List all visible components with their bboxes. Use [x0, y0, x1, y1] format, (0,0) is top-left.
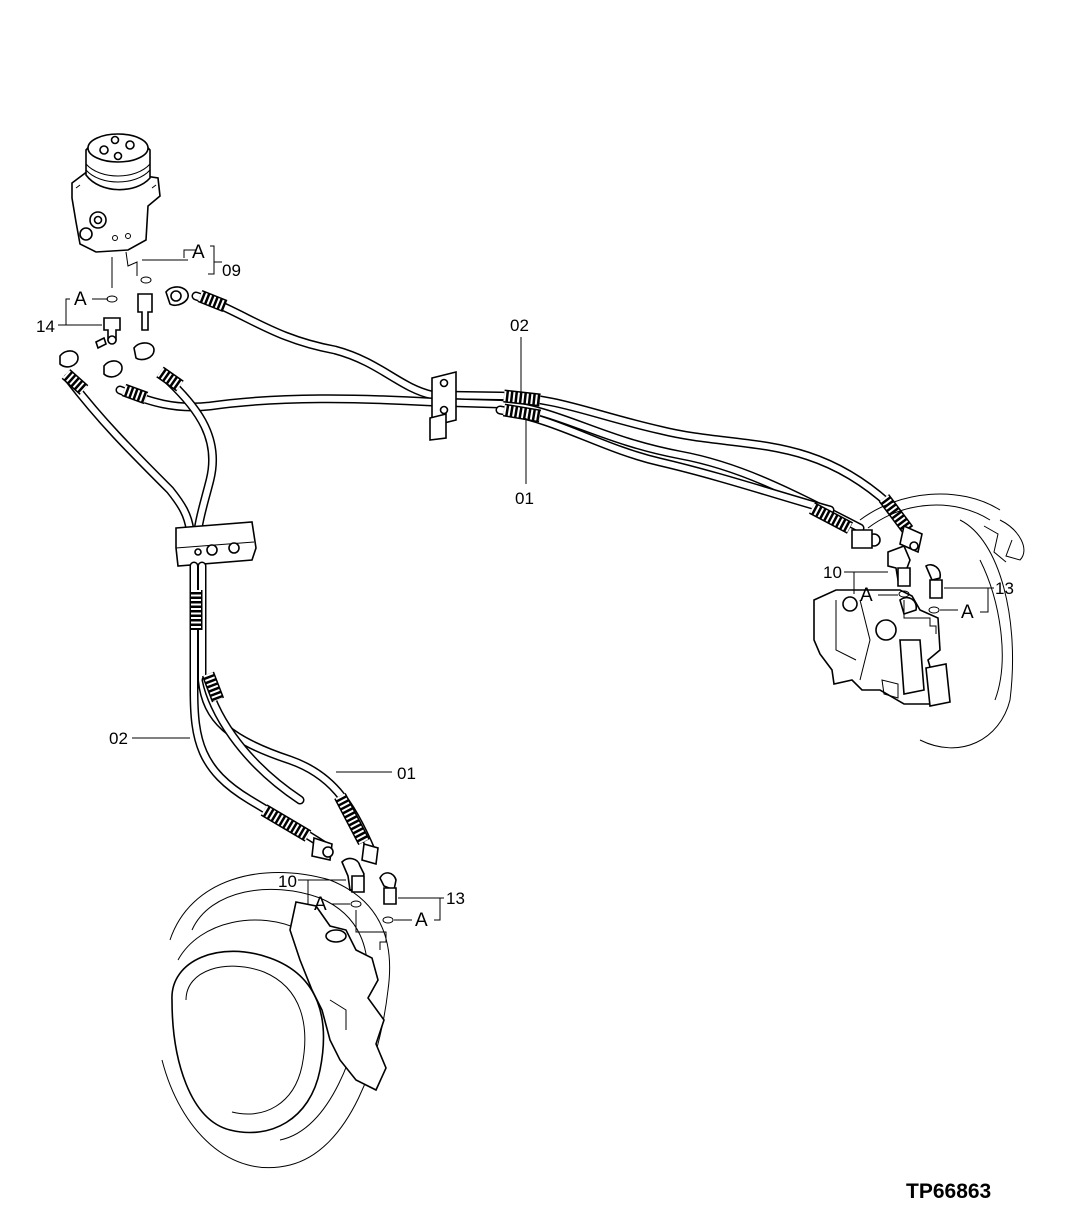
- seal-marker-label: A: [415, 910, 428, 931]
- callout-09: 09: [208, 245, 241, 280]
- upper-hose-bundle: [61, 289, 914, 535]
- seal-marker-label: A: [192, 242, 205, 263]
- right-fittings: [887, 544, 943, 634]
- callout-09-label: 09: [222, 261, 241, 280]
- callout-lower-02: 02: [109, 729, 190, 748]
- callout-14-label: 14: [36, 317, 55, 336]
- reference-code: TP66863: [906, 1180, 991, 1203]
- rotary-joint: [71, 133, 161, 253]
- swivel-fittings: [59, 286, 189, 378]
- callout-lower-01: 01: [336, 764, 416, 783]
- seal-marker-label: A: [961, 602, 974, 623]
- seal-marker-right-10: A: [860, 585, 898, 606]
- seal-marker-14: A: [74, 289, 118, 310]
- callout-right-10: 10: [823, 563, 888, 594]
- callout-left-10: 10: [278, 872, 346, 904]
- seal-marker-label: A: [314, 894, 327, 915]
- callout-left-13-label: 13: [446, 889, 465, 908]
- callout-lower-02-label: 02: [109, 729, 128, 748]
- callout-right-13-label: 13: [995, 579, 1014, 598]
- seal-marker-label: A: [860, 585, 873, 606]
- callout-upper-01-label: 01: [515, 489, 534, 508]
- callout-14: 14: [36, 298, 102, 336]
- lower-hose-clamp: [175, 521, 257, 567]
- hose-end-fittings: [311, 524, 923, 866]
- seal-marker-left-10: A: [314, 894, 350, 915]
- lower-hose-bundle: [189, 561, 377, 857]
- seal-marker-left-13: A: [394, 910, 428, 931]
- upper-hose-clamp: [429, 370, 457, 441]
- callout-right-10-label: 10: [823, 563, 842, 582]
- seal-marker-label: A: [74, 289, 87, 310]
- left-fittings: [341, 857, 397, 950]
- callout-upper-02: 02: [510, 316, 529, 392]
- seal-marker-09: A: [140, 242, 205, 284]
- left-travel-motor: [161, 872, 391, 1169]
- callout-left-10-label: 10: [278, 872, 297, 891]
- callout-upper-02-label: 02: [510, 316, 529, 335]
- callout-left-13: 13: [398, 889, 465, 921]
- callout-upper-01: 01: [515, 418, 534, 508]
- seal-marker-right-13: A: [940, 602, 974, 623]
- callout-right-13: 13: [944, 579, 1014, 613]
- callout-lower-01-label: 01: [397, 764, 416, 783]
